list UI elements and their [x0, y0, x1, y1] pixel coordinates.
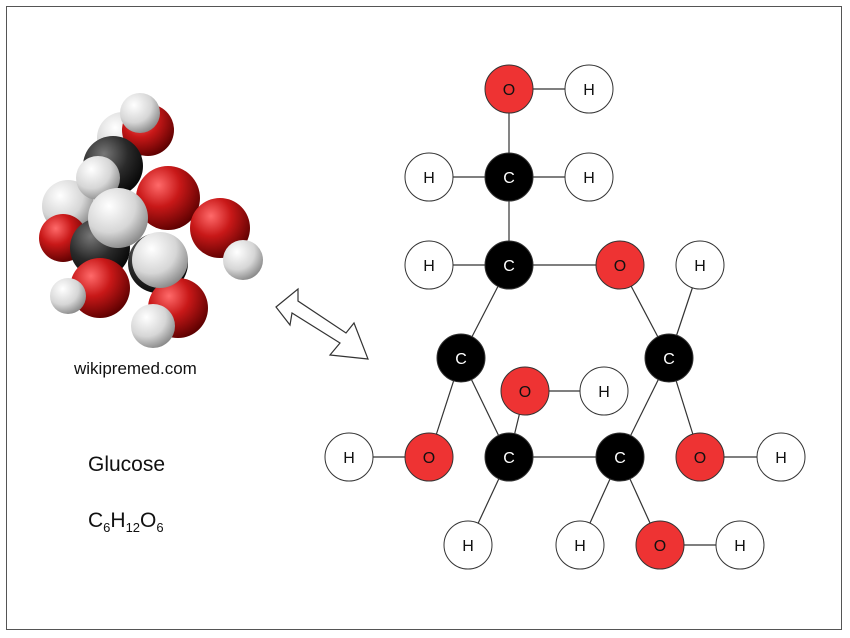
atom-circle — [635, 520, 685, 570]
atom-circle — [484, 240, 534, 290]
atom-H1: H — [675, 240, 725, 290]
molecule-name: Glucose — [88, 453, 166, 476]
atom-C3: C — [484, 432, 534, 482]
atom-circle — [675, 240, 725, 290]
source-credit: wikipremed.com — [74, 359, 197, 378]
atom-label: O — [519, 384, 531, 401]
atom-C2: C — [595, 432, 645, 482]
atom-C1: C — [644, 333, 694, 383]
atom-circle — [564, 152, 614, 202]
atom-H5: H — [404, 240, 454, 290]
atom-O2: O — [635, 520, 685, 570]
space-filling-model-image — [39, 93, 263, 348]
atom-H3: H — [443, 520, 493, 570]
atom-circle — [436, 333, 486, 383]
atom-label: H — [775, 450, 787, 467]
atom-H2o: H — [715, 520, 765, 570]
atom-circle — [555, 520, 605, 570]
atom-circle — [595, 432, 645, 482]
atom-label: C — [503, 258, 515, 275]
atom-H6b: H — [564, 152, 614, 202]
atom-label: H — [583, 170, 595, 187]
atom-circle — [595, 240, 645, 290]
atom-circle — [404, 432, 454, 482]
atom-label: H — [574, 538, 586, 555]
atom-label: C — [663, 351, 675, 368]
atom-O6: O — [484, 64, 534, 114]
atom-C5: C — [484, 240, 534, 290]
atom-label: H — [734, 538, 746, 555]
atom-O4: O — [404, 432, 454, 482]
atom-circle — [715, 520, 765, 570]
atom-circle — [484, 152, 534, 202]
atom-label: H — [423, 258, 435, 275]
atom-label: C — [503, 170, 515, 187]
atom-label: C — [455, 351, 467, 368]
atom-label: H — [694, 258, 706, 275]
atom-circle — [756, 432, 806, 482]
atom-H1o: H — [756, 432, 806, 482]
atom-circle — [644, 333, 694, 383]
atom-H6a: H — [404, 152, 454, 202]
atom-circle — [500, 366, 550, 416]
atom-C4: C — [436, 333, 486, 383]
atom-label: H — [598, 384, 610, 401]
molecular-formula: C6H12O6 — [88, 509, 164, 535]
atom-circle — [484, 432, 534, 482]
atom-circle — [484, 64, 534, 114]
atom-H2: H — [555, 520, 605, 570]
atom-label: O — [694, 450, 706, 467]
atom-label: H — [583, 82, 595, 99]
atom-O1: O — [675, 432, 725, 482]
double-headed-arrow-icon — [275, 287, 369, 360]
atom-circle — [443, 520, 493, 570]
atom-H6o: H — [564, 64, 614, 114]
bonds-layer — [349, 88, 781, 546]
atom-circle — [404, 152, 454, 202]
atom-circle — [404, 240, 454, 290]
atom-O5: O — [595, 240, 645, 290]
atoms-layer: O H C H H C H O H C C O H H O C C O H H H O H — [324, 64, 806, 570]
atom-label: C — [614, 450, 626, 467]
atom-H4o: H — [324, 432, 374, 482]
atom-circle — [564, 64, 614, 114]
atom-circle — [579, 366, 629, 416]
figure-frame — [6, 6, 842, 630]
atom-label: O — [503, 82, 515, 99]
atom-label: H — [423, 170, 435, 187]
atom-label: O — [423, 450, 435, 467]
atom-C6: C — [484, 152, 534, 202]
atom-circle — [324, 432, 374, 482]
atom-label: O — [654, 538, 666, 555]
atom-label: H — [462, 538, 474, 555]
atom-label: O — [614, 258, 626, 275]
atom-label: C — [503, 450, 515, 467]
atom-H3o: H — [579, 366, 629, 416]
atom-circle — [675, 432, 725, 482]
atom-O3: O — [500, 366, 550, 416]
atom-label: H — [343, 450, 355, 467]
